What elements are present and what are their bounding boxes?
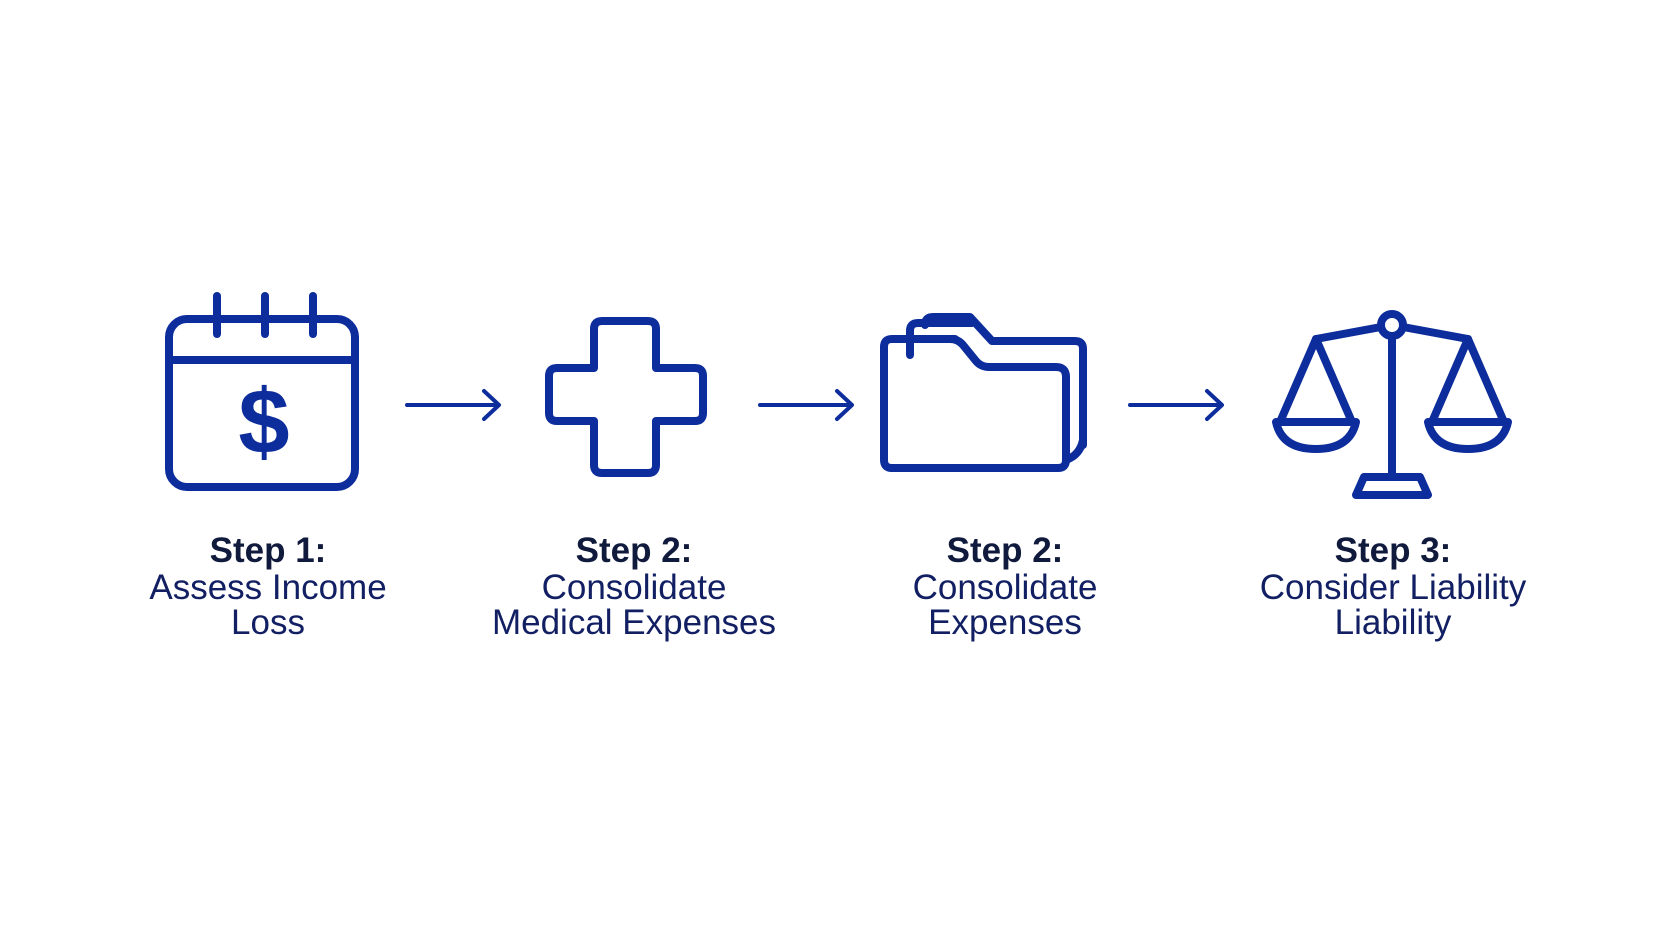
arrow-right-icon <box>405 389 501 421</box>
step-3-label: Step 2: Consolidate Expenses <box>825 531 1185 642</box>
step-title: Step 1: <box>209 531 327 570</box>
step-2-label: Step 2: Consolidate Medical Expenses <box>454 531 814 642</box>
step-description-line: Consolidate <box>541 568 727 607</box>
arrow-right-icon <box>758 389 854 421</box>
step-title: Step 3: <box>1334 531 1452 570</box>
step-description-line: Consider Liability <box>1259 568 1527 607</box>
medical-cross-icon <box>545 317 707 477</box>
step-description-line: Liability <box>1334 603 1452 642</box>
step-description-line: Consolidate <box>912 568 1098 607</box>
step-description-line: Medical Expenses <box>491 603 777 642</box>
step-description-line: Loss <box>231 603 305 642</box>
step-title: Step 2: <box>946 531 1064 570</box>
folder-documents-icon <box>880 313 1087 472</box>
step-4-label: Step 3: Consider Liability Liability <box>1213 531 1573 642</box>
calendar-dollar-icon: $ <box>165 292 359 491</box>
step-description-line: Expenses <box>928 603 1082 642</box>
scales-of-justice-icon <box>1272 310 1512 499</box>
step-1-label: Step 1: Assess Income Loss <box>88 531 448 642</box>
dollar-sign-glyph: $ <box>238 371 289 473</box>
arrow-right-icon <box>1128 389 1224 421</box>
step-description-line: Assess Income <box>149 568 387 607</box>
step-title: Step 2: <box>575 531 693 570</box>
